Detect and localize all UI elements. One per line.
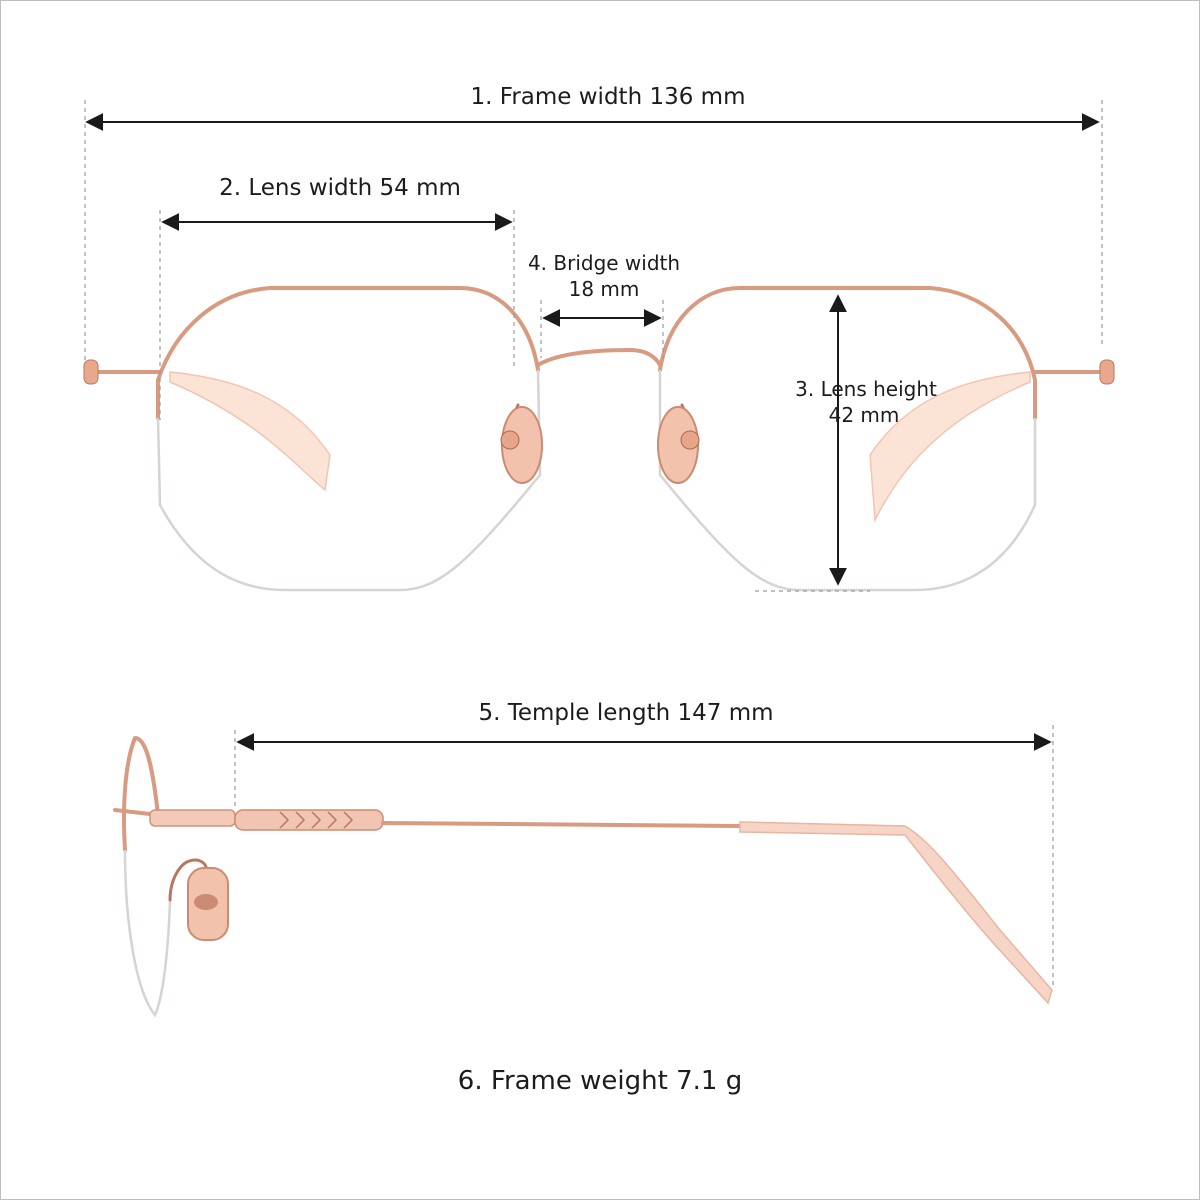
right-pad-screw <box>680 430 700 450</box>
bridge-width-label-line2: 18 mm <box>568 277 640 301</box>
temple-wire <box>381 821 742 828</box>
front-view-glasses <box>83 286 1115 592</box>
left-lens-upper-rim <box>156 286 540 420</box>
side-hinge-block <box>149 809 236 827</box>
right-hinge <box>1099 359 1115 385</box>
bridge <box>536 348 662 367</box>
bridge-width-label-line1: 4. Bridge width <box>527 251 681 275</box>
lens-height-label-line1: 3. Lens height <box>795 377 937 401</box>
right-temple-tip <box>869 371 1031 523</box>
left-temple-tip <box>169 371 331 492</box>
temple-sleeve <box>739 821 1053 1005</box>
frame-width-label: 1. Frame width 136 mm <box>470 84 746 110</box>
frame-weight-label: 6. Frame weight 7.1 g <box>457 1066 743 1096</box>
temple-length-label: 5. Temple length 147 mm <box>478 700 774 726</box>
engraving-pattern <box>279 811 354 829</box>
engraved-temple-section <box>234 809 384 831</box>
side-hinge-screw <box>113 808 152 816</box>
right-lens-lower-edge <box>658 370 1037 592</box>
lens-height-label-line2: 42 mm <box>828 403 900 427</box>
side-pad-screw <box>194 894 218 910</box>
front-dimensions <box>84 100 1103 592</box>
right-lens-upper-rim <box>658 286 1037 420</box>
side-lens-edge <box>123 849 172 1018</box>
left-hinge <box>83 359 99 385</box>
side-upper-rim <box>122 736 160 852</box>
side-dimensions <box>234 725 1054 985</box>
left-pad-screw <box>500 430 520 450</box>
left-lens-lower-edge <box>156 369 542 592</box>
lens-width-label: 2. Lens width 54 mm <box>219 175 461 201</box>
side-view-glasses <box>113 736 1053 1018</box>
